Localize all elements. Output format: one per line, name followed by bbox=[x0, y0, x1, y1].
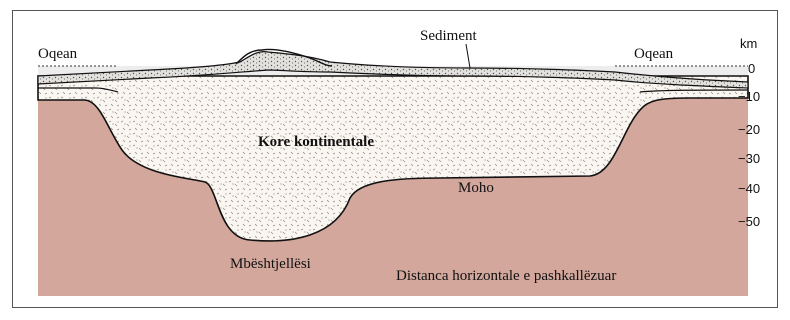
ocean-right-label: Oqean bbox=[634, 46, 674, 62]
depth-tick: 0 bbox=[748, 61, 755, 76]
depth-tick: −10 bbox=[738, 89, 760, 104]
mantle-label: Mbështjellësi bbox=[230, 256, 311, 272]
sediment-label: Sediment bbox=[420, 28, 477, 44]
crust-label: Kore kontinentale bbox=[258, 134, 374, 150]
moho-label: Moho bbox=[458, 180, 494, 196]
sediment-pointer bbox=[466, 44, 470, 68]
depth-tick: −20 bbox=[738, 122, 760, 137]
distance-note: Distanca horizontale e pashkallëzuar bbox=[396, 268, 616, 284]
depth-tick: −50 bbox=[738, 214, 760, 229]
depth-unit: km bbox=[740, 36, 757, 51]
depth-tick: −40 bbox=[738, 181, 760, 196]
ocean-left-label: Oqean bbox=[38, 46, 78, 62]
depth-tick: −30 bbox=[738, 151, 760, 166]
